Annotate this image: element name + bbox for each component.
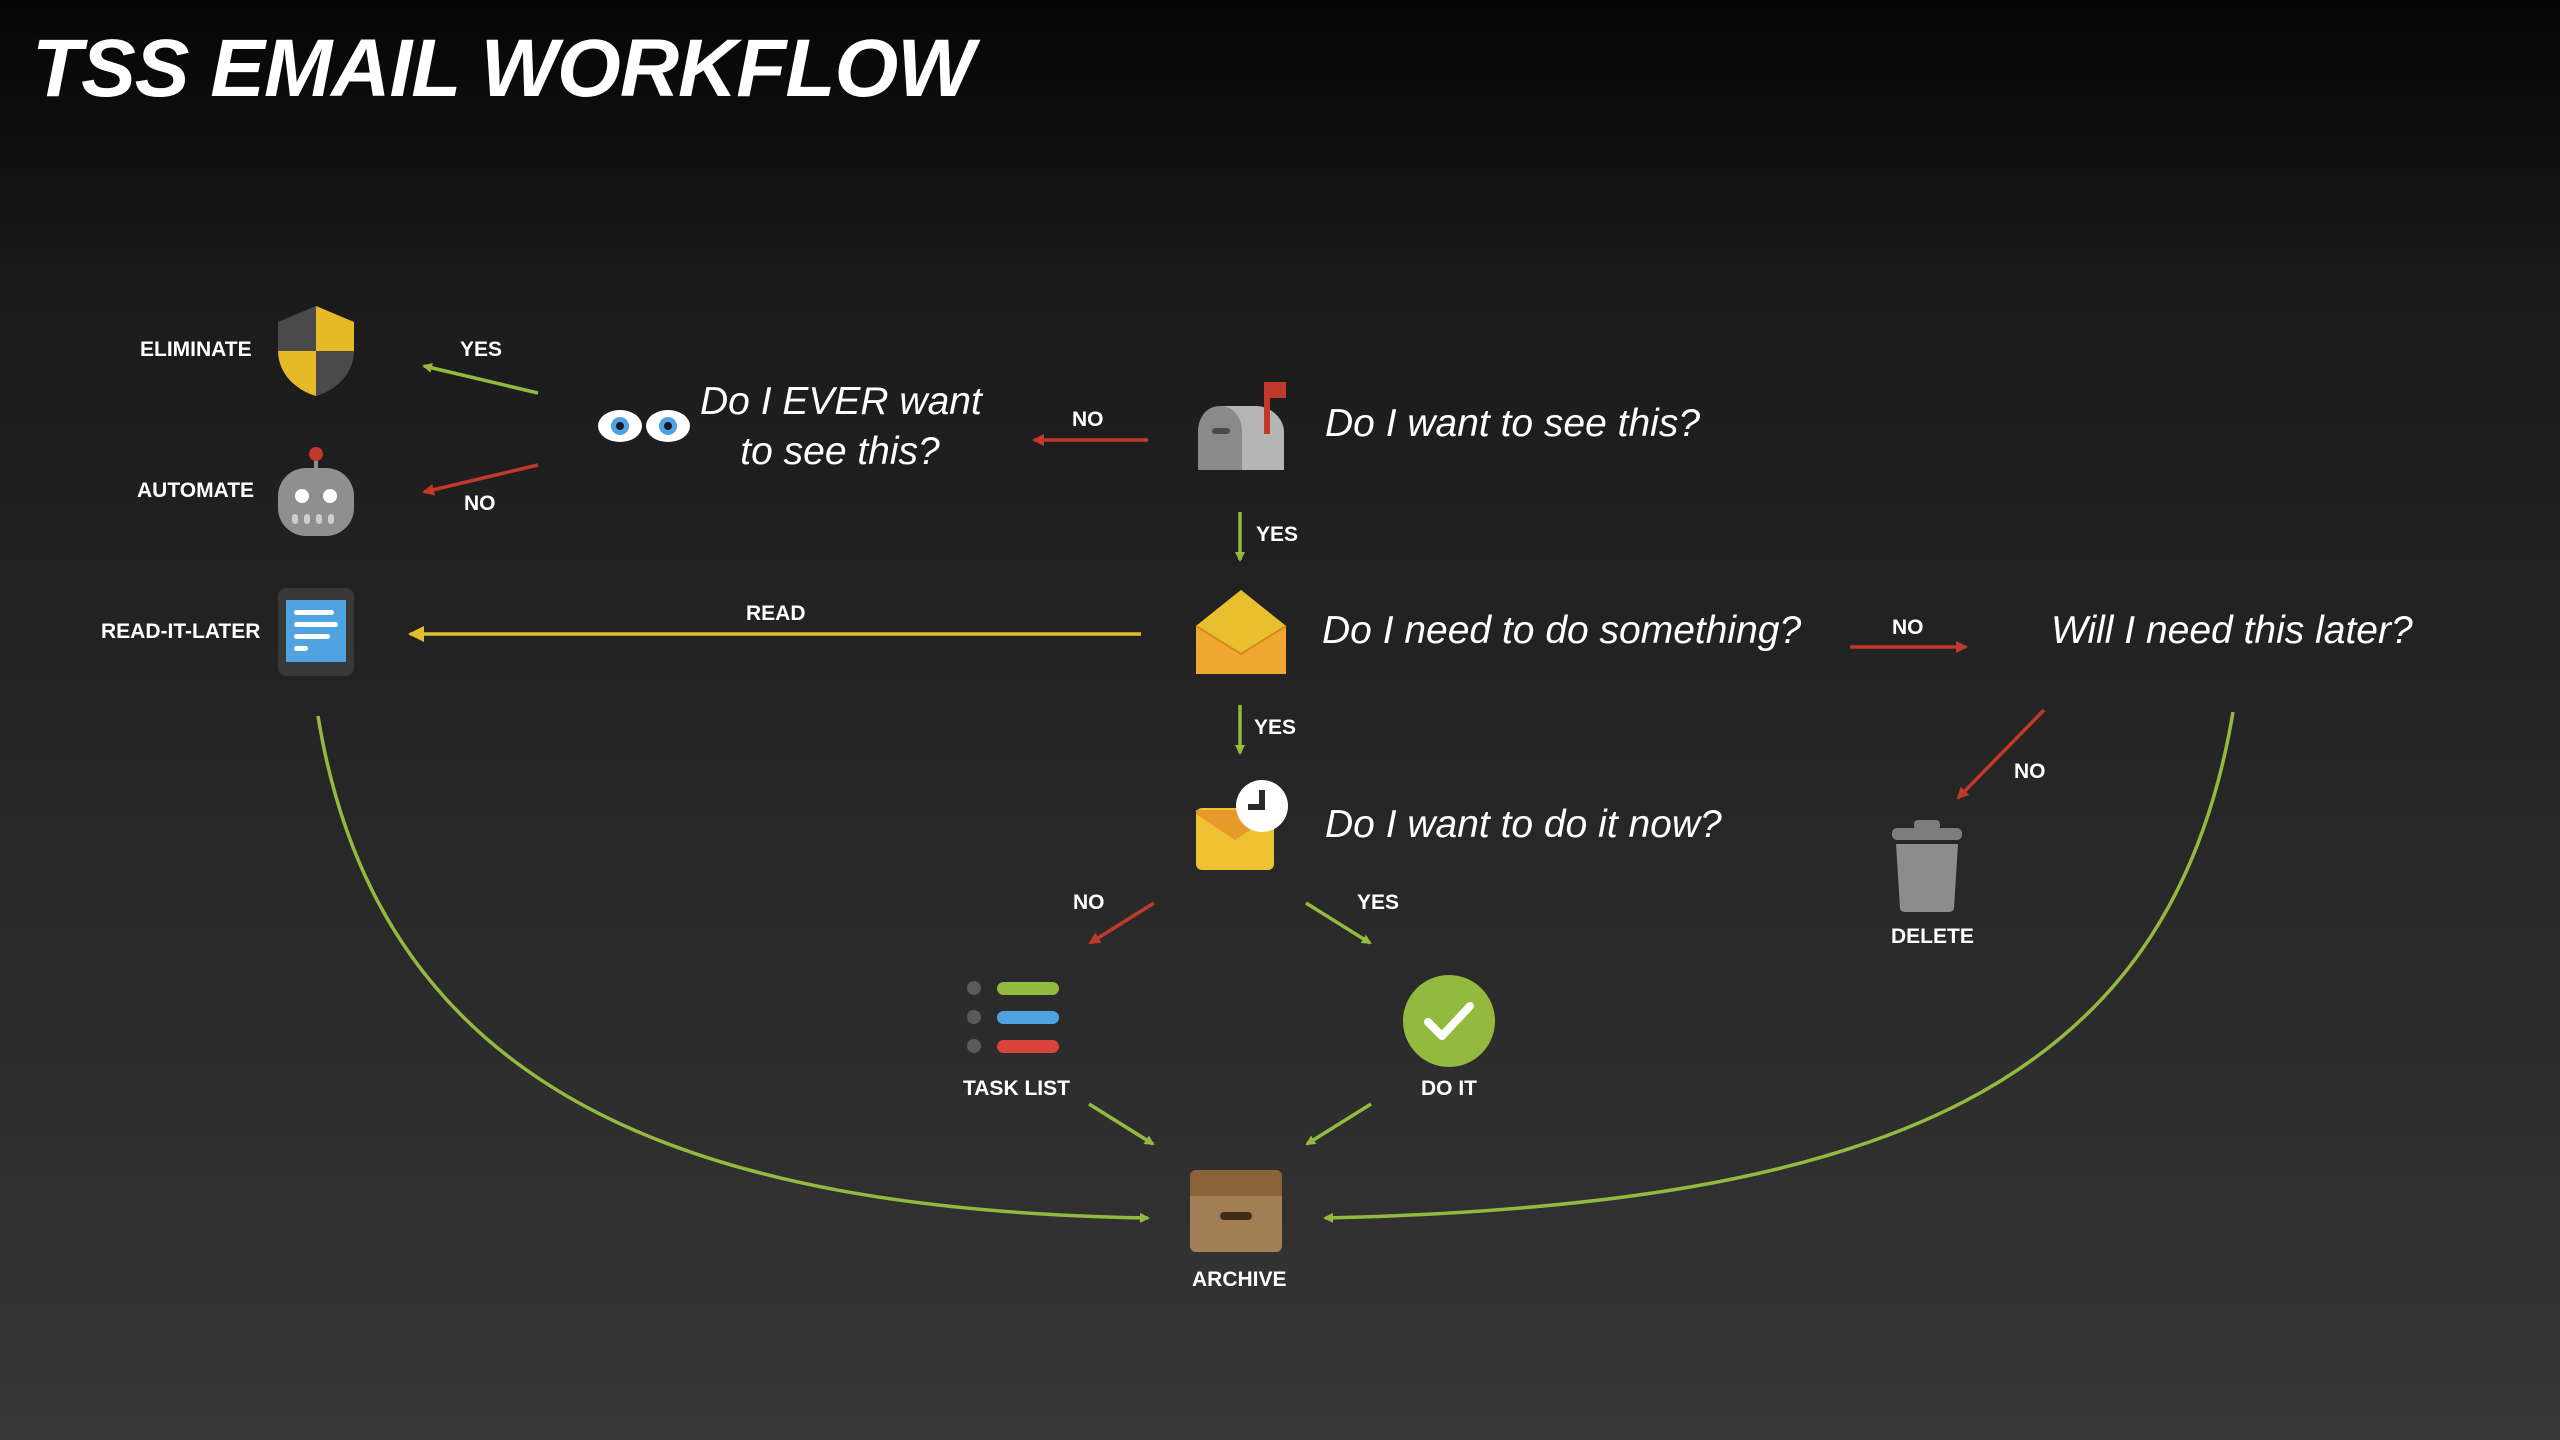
mailbox-icon [1194,378,1288,474]
outcome-do-it-label: DO IT [1421,1077,1477,1100]
question-see: Do I want to see this? [1325,402,1701,445]
outcome-task-list-label: TASK LIST [963,1077,1070,1100]
edge-label-see-yes: YES [1256,523,1299,546]
edge-label-now-yes: YES [1357,891,1400,914]
outcome-archive-label: ARCHIVE [1192,1268,1287,1291]
eyes-icon [596,406,692,446]
question-ever-line1: Do I EVER want [700,380,982,423]
page-title: TSS EMAIL WORKFLOW [32,23,975,114]
robot-icon [276,446,356,538]
arrow-tasklist-archive [1088,1102,1155,1146]
edge-label-ever-yes: YES [460,338,503,361]
arrow-now-yes [1305,901,1372,945]
open-envelope-icon [1194,586,1288,680]
edge-label-read: READ [746,602,806,625]
outcome-read-it-later-label: READ-IT-LATER [101,620,261,643]
edge-label-later-no: NO [2014,760,2046,783]
arrow-now-no [1088,901,1155,945]
trash-can-icon [1888,818,1966,914]
checkmark-circle-icon [1402,974,1496,1068]
edge-label-now-no: NO [1073,891,1105,914]
arrow-readlater-archive [316,715,1150,1223]
shield-icon [276,304,356,398]
outcome-delete-label: DELETE [1891,925,1974,948]
edge-label-something-no: NO [1892,616,1924,639]
arrow-later-no [1956,708,2046,800]
arrow-doit-archive [1305,1102,1372,1146]
question-need-later: Will I need this later? [2051,609,2413,652]
task-list-icon [965,978,1061,1054]
tablet-document-icon [276,586,356,678]
edge-label-something-yes: YES [1254,716,1297,739]
outcome-automate-label: AUTOMATE [137,479,255,502]
archive-box-icon [1188,1168,1284,1254]
arrow-later-archive [1323,711,2235,1223]
arrow-ever-no [422,463,539,496]
edge-label-ever-no: NO [464,492,496,515]
question-ever: Do I EVER want to see this? [700,377,982,477]
envelope-clock-icon [1192,778,1290,874]
question-do-something: Do I need to do something? [1322,609,1802,652]
question-do-now: Do I want to do it now? [1325,803,1722,846]
edge-label-see-no: NO [1072,408,1104,431]
outcome-eliminate-label: ELIMINATE [140,338,252,361]
arrow-ever-yes [422,362,539,395]
question-ever-line2: to see this? [740,430,940,473]
